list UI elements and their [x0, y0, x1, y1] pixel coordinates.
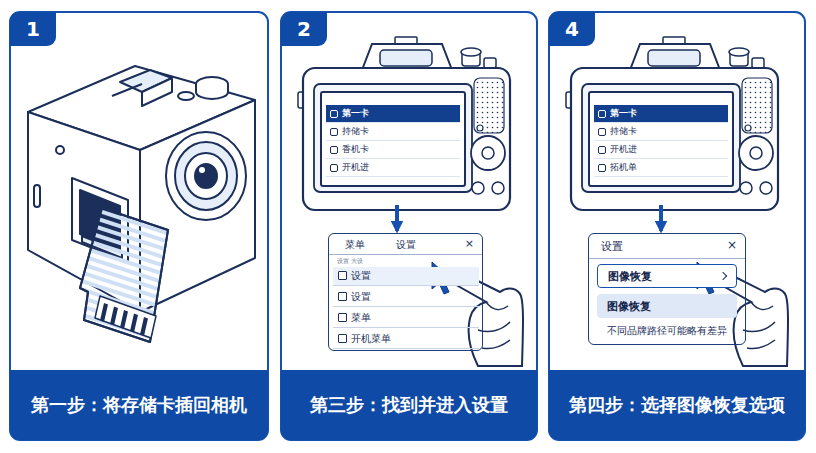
panel-frame — [549, 12, 805, 440]
popup-text: 设置 — [601, 239, 623, 254]
menu-label: 持储卡 — [594, 123, 728, 141]
step-caption: 第四步：选择图像恢复选项 — [569, 393, 785, 417]
menu-item: 菜单 — [333, 309, 479, 328]
camera-screen-menu: 第一卡持储卡开机进拓机单 — [588, 91, 734, 187]
popup-text: × — [727, 238, 737, 252]
menu-label: 香机卡 — [326, 141, 460, 159]
settings-popup: 菜单设置×设置 大设设置设置菜单开机菜单 — [328, 233, 483, 351]
step-caption-band: 第四步：选择图像恢复选项 — [549, 370, 805, 440]
step-number-badge: 1 — [10, 12, 56, 46]
menu-label: 菜单 — [333, 311, 371, 325]
popup-text: 菜单 — [345, 238, 365, 252]
step-caption-band: 第一步：将存储卡插回相机 — [10, 370, 268, 440]
menu-label: 开机进 — [326, 159, 460, 177]
menu-label: 图像恢复 — [598, 269, 652, 284]
menu-option: 图像恢复 — [597, 294, 737, 318]
menu-label: 拓机单 — [594, 159, 728, 177]
menu-label: 开机进 — [594, 141, 728, 159]
popup-text: 设置 大设 — [337, 257, 363, 266]
step-number: 2 — [297, 17, 311, 41]
menu-option: 图像恢复 — [597, 264, 737, 288]
menu-label: 持储卡 — [326, 123, 460, 141]
step-number: 1 — [26, 17, 40, 41]
step-number-badge: 4 — [549, 12, 595, 46]
flow-arrow — [659, 205, 663, 231]
step-caption: 第一步：将存储卡插回相机 — [31, 393, 247, 417]
menu-item: 开机菜单 — [333, 330, 479, 349]
menu-item: 设置 — [333, 288, 479, 307]
popup-text: 不同品牌路径可能略有差异 — [589, 324, 745, 338]
menu-label: 第一卡 — [326, 105, 460, 123]
divider-line — [589, 258, 745, 259]
popup-text: 设置 — [329, 238, 482, 252]
menu-label: 图像恢复 — [597, 299, 651, 314]
divider-line — [329, 254, 482, 255]
camera-card-drawing — [28, 66, 255, 342]
settings-popup: 设置×不同品牌路径可能略有差异图像恢复图像恢复 — [588, 233, 746, 345]
menu-label: 开机菜单 — [333, 332, 391, 346]
flow-arrow — [395, 205, 399, 231]
popup-background — [588, 233, 746, 345]
camera-screen-menu: 第一卡持储卡香机卡开机进 — [320, 91, 466, 187]
panel-frame — [10, 12, 268, 440]
menu-item: 设置 — [333, 267, 479, 286]
step-caption-band: 第三步：找到并进入设置 — [281, 370, 537, 440]
panel-frame — [281, 12, 537, 440]
popup-background — [328, 233, 483, 351]
step-number: 4 — [565, 17, 579, 41]
menu-label: 第一卡 — [594, 105, 728, 123]
menu-label: 设置 — [333, 290, 371, 304]
popup-text: × — [465, 237, 474, 250]
step-number-badge: 2 — [281, 12, 327, 46]
step-caption: 第三步：找到并进入设置 — [310, 393, 508, 417]
menu-label: 设置 — [333, 269, 371, 283]
